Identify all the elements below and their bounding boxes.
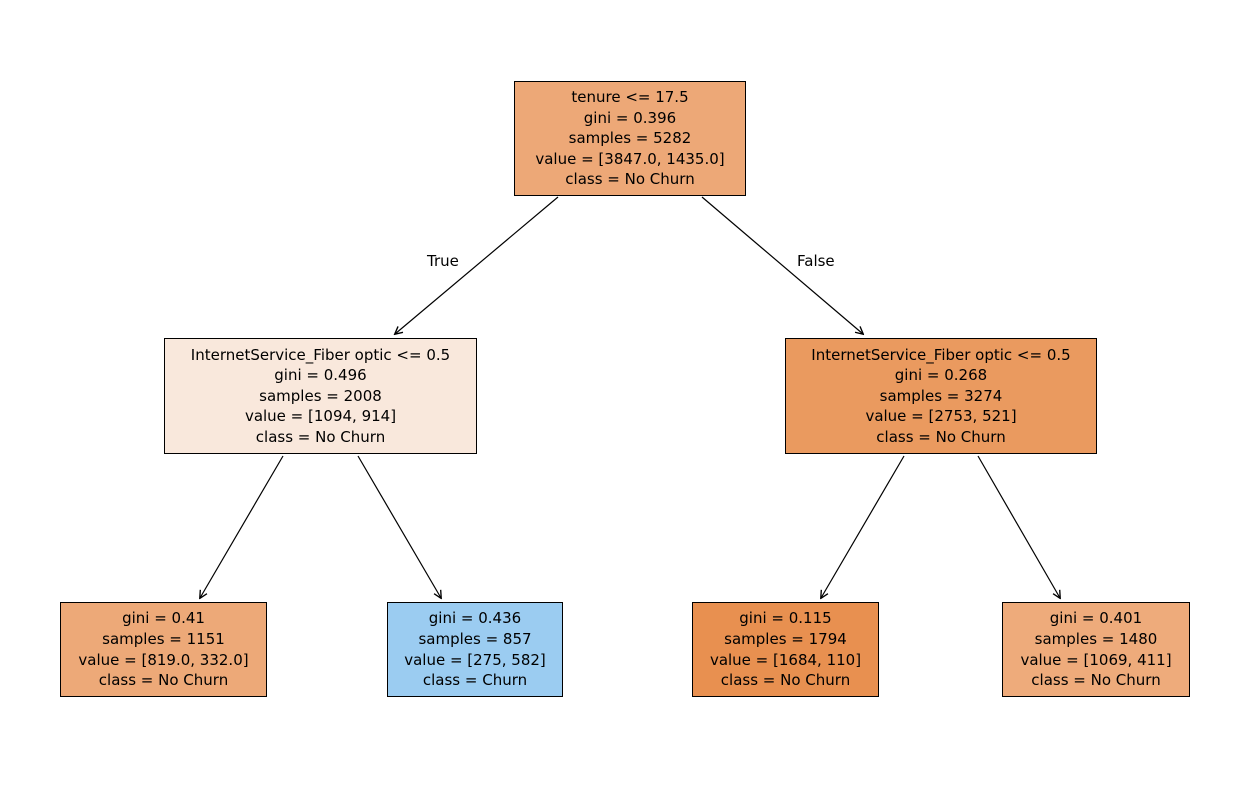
node-value: value = [3847.0, 1435.0] (535, 149, 725, 168)
edge-root-to-right (701, 196, 863, 334)
node-gini: gini = 0.401 (1049, 609, 1143, 628)
tree-node-leaf-2: gini = 0.436 samples = 857 value = [275,… (387, 602, 563, 697)
node-split-condition: InternetService_Fiber optic <= 0.5 (190, 345, 451, 364)
node-split-condition: InternetService_Fiber optic <= 0.5 (811, 345, 1071, 364)
node-value: value = [1069, 411] (1020, 650, 1172, 669)
node-gini: gini = 0.496 (274, 366, 367, 385)
node-class: class = No Churn (720, 671, 851, 690)
node-samples: samples = 1151 (102, 629, 225, 648)
node-class: class = Churn (422, 671, 528, 690)
edge-right-to-leaf3 (821, 455, 905, 598)
edge-left-to-leaf2 (357, 455, 441, 598)
node-value: value = [1684, 110] (709, 650, 862, 669)
node-split-condition: tenure <= 17.5 (571, 88, 689, 107)
node-value: value = [819.0, 332.0] (78, 650, 249, 669)
edge-label-false: False (797, 252, 835, 270)
edge-label-true: True (427, 252, 459, 270)
node-gini: gini = 0.436 (428, 609, 522, 628)
tree-node-left-internal: InternetService_Fiber optic <= 0.5 gini … (164, 338, 477, 454)
node-class: class = No Churn (98, 671, 229, 690)
tree-node-right-internal: InternetService_Fiber optic <= 0.5 gini … (785, 338, 1097, 454)
node-value: value = [2753, 521] (865, 407, 1017, 426)
node-gini: gini = 0.115 (739, 609, 832, 628)
node-gini: gini = 0.268 (894, 366, 988, 385)
edge-right-to-leaf4 (977, 455, 1060, 598)
node-class: class = No Churn (255, 427, 386, 446)
node-samples: samples = 857 (418, 629, 532, 648)
tree-node-leaf-4: gini = 0.401 samples = 1480 value = [106… (1002, 602, 1190, 697)
node-class: class = No Churn (1031, 671, 1161, 690)
node-gini: gini = 0.41 (122, 609, 205, 628)
node-value: value = [1094, 914] (244, 407, 397, 426)
edge-left-to-leaf1 (200, 455, 284, 598)
node-class: class = No Churn (876, 427, 1006, 446)
node-samples: samples = 1480 (1034, 629, 1158, 648)
node-samples: samples = 3274 (879, 386, 1003, 405)
node-class: class = No Churn (565, 170, 695, 189)
node-gini: gini = 0.396 (583, 108, 677, 127)
node-value: value = [275, 582] (404, 650, 546, 669)
tree-node-root: tenure <= 17.5 gini = 0.396 samples = 52… (514, 81, 746, 196)
node-samples: samples = 1794 (724, 629, 847, 648)
node-samples: samples = 5282 (568, 129, 692, 148)
tree-node-leaf-3: gini = 0.115 samples = 1794 value = [168… (692, 602, 879, 697)
edge-root-to-left (395, 196, 559, 334)
node-samples: samples = 2008 (259, 386, 382, 405)
tree-node-leaf-1: gini = 0.41 samples = 1151 value = [819.… (60, 602, 267, 697)
